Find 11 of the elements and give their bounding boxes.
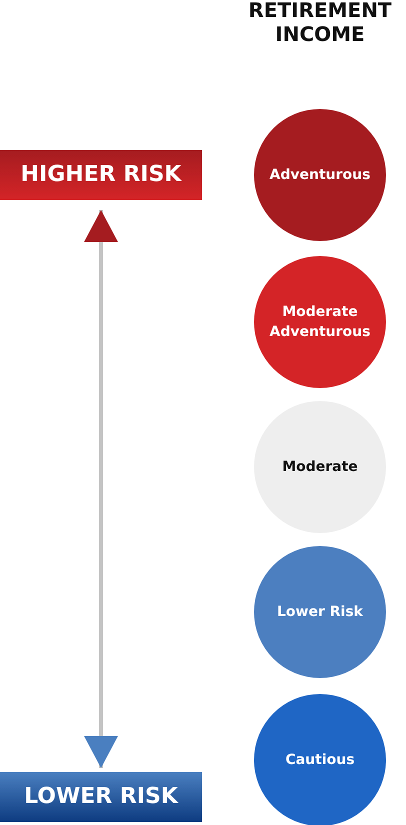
band-label: HIGHER RISK <box>20 161 182 190</box>
circle-label: Moderate Adventurous <box>268 302 372 342</box>
double-arrow <box>84 210 118 768</box>
circle-label: Cautious <box>285 750 355 770</box>
circle-label: Adventurous <box>270 166 370 185</box>
circle-label: Moderate <box>282 458 358 477</box>
circle-label: Lower Risk <box>277 602 363 622</box>
risk-band <box>0 772 202 822</box>
band-label: LOWER RISK <box>24 783 178 812</box>
risk-band <box>0 150 202 200</box>
title: RETIREMENT INCOME <box>247 0 393 46</box>
